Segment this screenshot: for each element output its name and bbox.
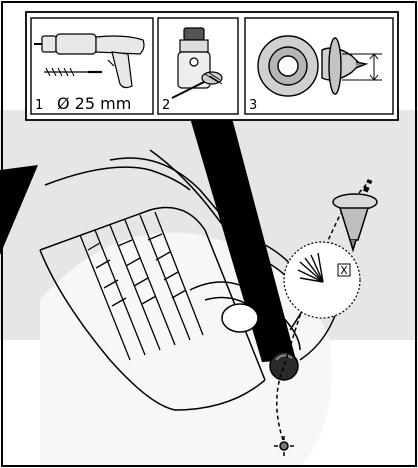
marker-x-label: X [338, 265, 350, 276]
step-1-number: 1 [35, 99, 43, 112]
step-1-diameter: Ø 25 mm [57, 96, 131, 112]
oval-opening [222, 304, 258, 332]
step-3-number: 3 [249, 99, 257, 112]
step-2-number: 2 [162, 99, 170, 112]
grommet-ring-icon [258, 36, 318, 96]
